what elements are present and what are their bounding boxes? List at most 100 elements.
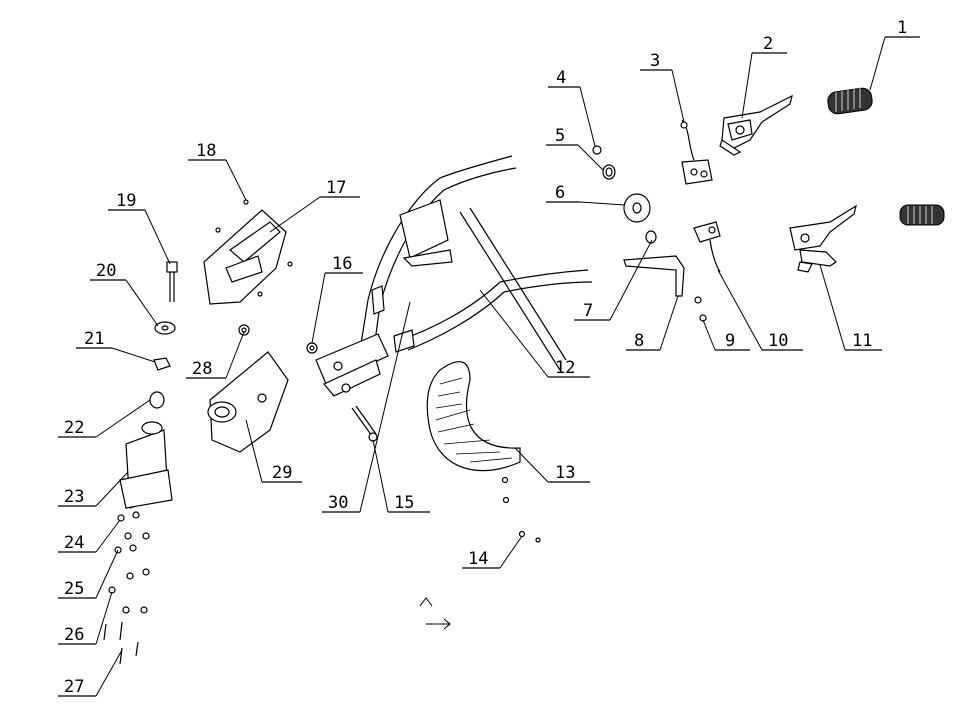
callout-7-leader	[609, 239, 653, 321]
callout-28-leader	[225, 331, 245, 379]
callout-20-label: 20	[96, 261, 116, 281]
part-15-bolt	[351, 405, 378, 442]
callout-26-leader	[95, 591, 113, 645]
callout-30-leader	[359, 301, 411, 513]
callout-29: 29	[245, 419, 302, 483]
callout-28: 28	[186, 331, 245, 379]
callout-9-leader	[702, 319, 716, 351]
part-2-brake-lever	[719, 94, 793, 156]
part-7-bracket	[623, 230, 685, 297]
callout-4-label: 4	[556, 68, 566, 88]
callout-12-label: 12	[555, 358, 575, 378]
callout-29-label: 29	[272, 463, 292, 483]
callout-5-label: 5	[555, 126, 565, 146]
part-19-bolt	[166, 261, 178, 302]
callout-14: 14	[462, 535, 523, 569]
callout-22: 22	[58, 399, 151, 438]
part-17-cover	[203, 199, 293, 305]
callout-25: 25	[58, 549, 119, 599]
grip-lower	[899, 204, 945, 226]
callout-11-label: 11	[852, 331, 872, 351]
callout-12-leader	[479, 289, 549, 378]
part-21-nut	[153, 357, 171, 371]
callout-10-label: 10	[768, 331, 788, 351]
callout-18-label: 18	[196, 141, 216, 161]
callout-11-leader	[819, 264, 846, 351]
part-24-27-fasteners	[103, 511, 150, 665]
part-1-grip	[827, 87, 873, 115]
callout-28-label: 28	[192, 359, 212, 379]
callout-15-leader	[372, 439, 389, 513]
callout-6: 6	[546, 183, 626, 206]
callout-26-label: 26	[64, 625, 84, 645]
callout-21-label: 21	[84, 329, 104, 349]
callout-24-label: 24	[64, 533, 84, 553]
part-20-washer	[154, 321, 176, 335]
part-3-bracket	[680, 119, 713, 185]
part-9-bolts	[694, 296, 707, 322]
callout-27: 27	[58, 649, 123, 697]
callout-17-leader	[269, 196, 321, 233]
callout-13-leader	[514, 447, 549, 483]
callout-24-leader	[95, 519, 121, 553]
part-13-guard	[426, 361, 521, 472]
callout-6-leader	[579, 201, 626, 206]
callout-30-label: 30	[328, 493, 348, 513]
callout-30: 30	[322, 301, 411, 513]
callout-18: 18	[188, 141, 247, 201]
callout-18-leader	[225, 159, 247, 201]
part-23-block	[119, 421, 173, 509]
callout-3-label: 3	[650, 51, 660, 71]
up-chevron-icon	[419, 597, 433, 607]
part-29-housing	[207, 351, 289, 453]
part-5-collar	[602, 164, 616, 180]
callout-19-leader	[144, 209, 171, 265]
callout-8-label: 8	[634, 331, 644, 351]
part-4-nut	[592, 145, 602, 155]
callout-16: 16	[311, 254, 363, 344]
callout-23-leader	[95, 471, 129, 507]
callout-26: 26	[58, 591, 113, 645]
callout-20-leader	[125, 279, 159, 327]
callout-16-leader	[311, 272, 326, 344]
callout-20: 20	[90, 261, 159, 327]
callout-9: 9	[702, 319, 750, 351]
callout-15-label: 15	[394, 493, 414, 513]
callout-19-label: 19	[116, 191, 136, 211]
right-arrow-icon	[426, 618, 451, 630]
callout-1-label: 1	[897, 18, 907, 38]
part-22-cap	[149, 391, 165, 409]
callout-2-label: 2	[763, 34, 773, 54]
part-12-handlebar-frame	[315, 155, 593, 397]
part-10-switch-bracket	[693, 221, 721, 273]
callout-2: 2	[741, 34, 787, 119]
part-16-nut	[306, 342, 318, 354]
callout-10-leader	[717, 269, 763, 351]
callout-24: 24	[58, 519, 121, 553]
callout-25-label: 25	[64, 579, 84, 599]
callout-17-label: 17	[326, 178, 346, 198]
callout-10: 10	[717, 269, 803, 351]
callout-15: 15	[372, 439, 430, 513]
callout-27-label: 27	[64, 677, 84, 697]
part-14-screws	[501, 476, 541, 543]
callout-19: 19	[108, 191, 171, 265]
callout-2-leader	[741, 52, 753, 119]
callout-13: 13	[514, 447, 590, 483]
callout-4: 4	[548, 68, 596, 147]
callout-7: 7	[574, 239, 653, 321]
callout-11: 11	[819, 264, 882, 351]
callout-4-leader	[579, 86, 596, 147]
callout-3: 3	[640, 51, 685, 123]
callout-22-label: 22	[64, 418, 84, 438]
orientation-marks	[419, 597, 451, 630]
callout-27-leader	[95, 649, 123, 697]
part-28-nut	[238, 324, 250, 336]
callout-1-leader	[869, 36, 886, 91]
callout-23-label: 23	[64, 487, 84, 507]
callout-14-leader	[499, 535, 523, 569]
callout-14-label: 14	[468, 549, 488, 569]
callout-13-label: 13	[555, 463, 575, 483]
